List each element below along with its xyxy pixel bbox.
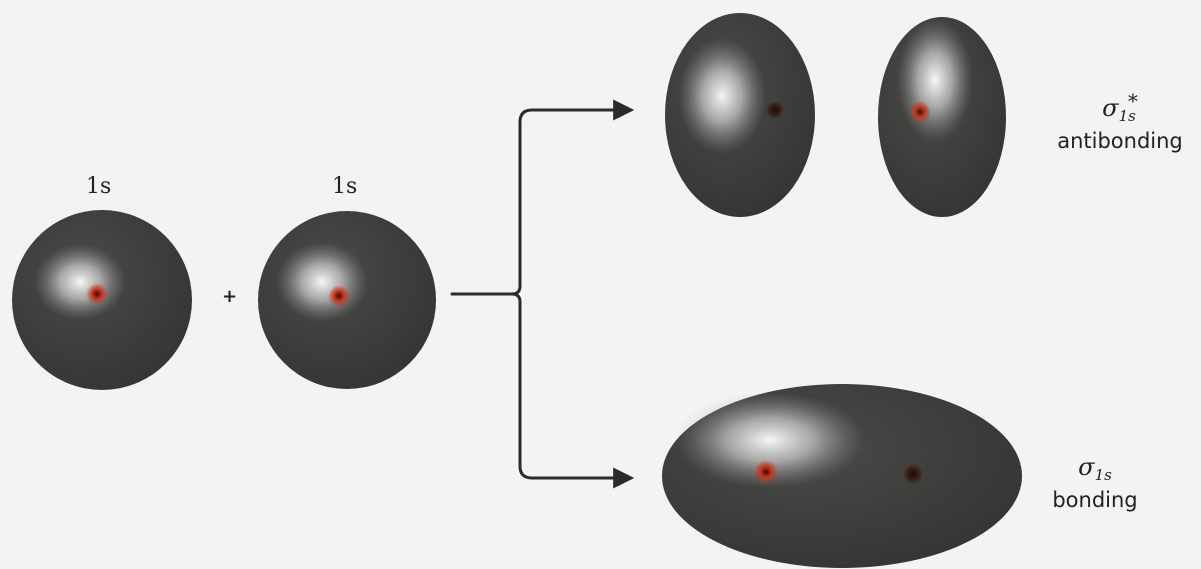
right-nucleus (328, 285, 350, 307)
antibonding-name: antibonding (1040, 129, 1200, 153)
antibonding-orbital (665, 13, 1006, 217)
right-orbital-label: 1s (332, 174, 357, 199)
combination-bracket (452, 110, 630, 478)
right-1s-orbital (258, 211, 436, 389)
antibonding-label: σ1s* antibonding (1040, 88, 1200, 153)
antibonding-right-lobe (878, 17, 1006, 217)
bonding-orbital (662, 384, 1022, 568)
antibonding-symbol: σ1s* (1040, 88, 1200, 129)
left-orbital-label: 1s (86, 174, 111, 199)
left-nucleus (86, 283, 108, 305)
bonding-right-nucleus (903, 464, 923, 484)
arrow-to-antibonding (452, 110, 630, 294)
bonding-label: σ1s bonding (1040, 454, 1150, 512)
arrow-to-bonding (512, 294, 630, 478)
plus-sign: + (222, 286, 237, 307)
bonding-name: bonding (1040, 488, 1150, 512)
bonding-symbol: σ1s (1040, 454, 1150, 488)
bonding-left-nucleus (754, 460, 778, 484)
antibonding-left-lobe (665, 13, 815, 217)
antibonding-left-nucleus (766, 101, 784, 119)
antibonding-right-nucleus (909, 101, 931, 123)
left-1s-orbital (12, 210, 192, 390)
